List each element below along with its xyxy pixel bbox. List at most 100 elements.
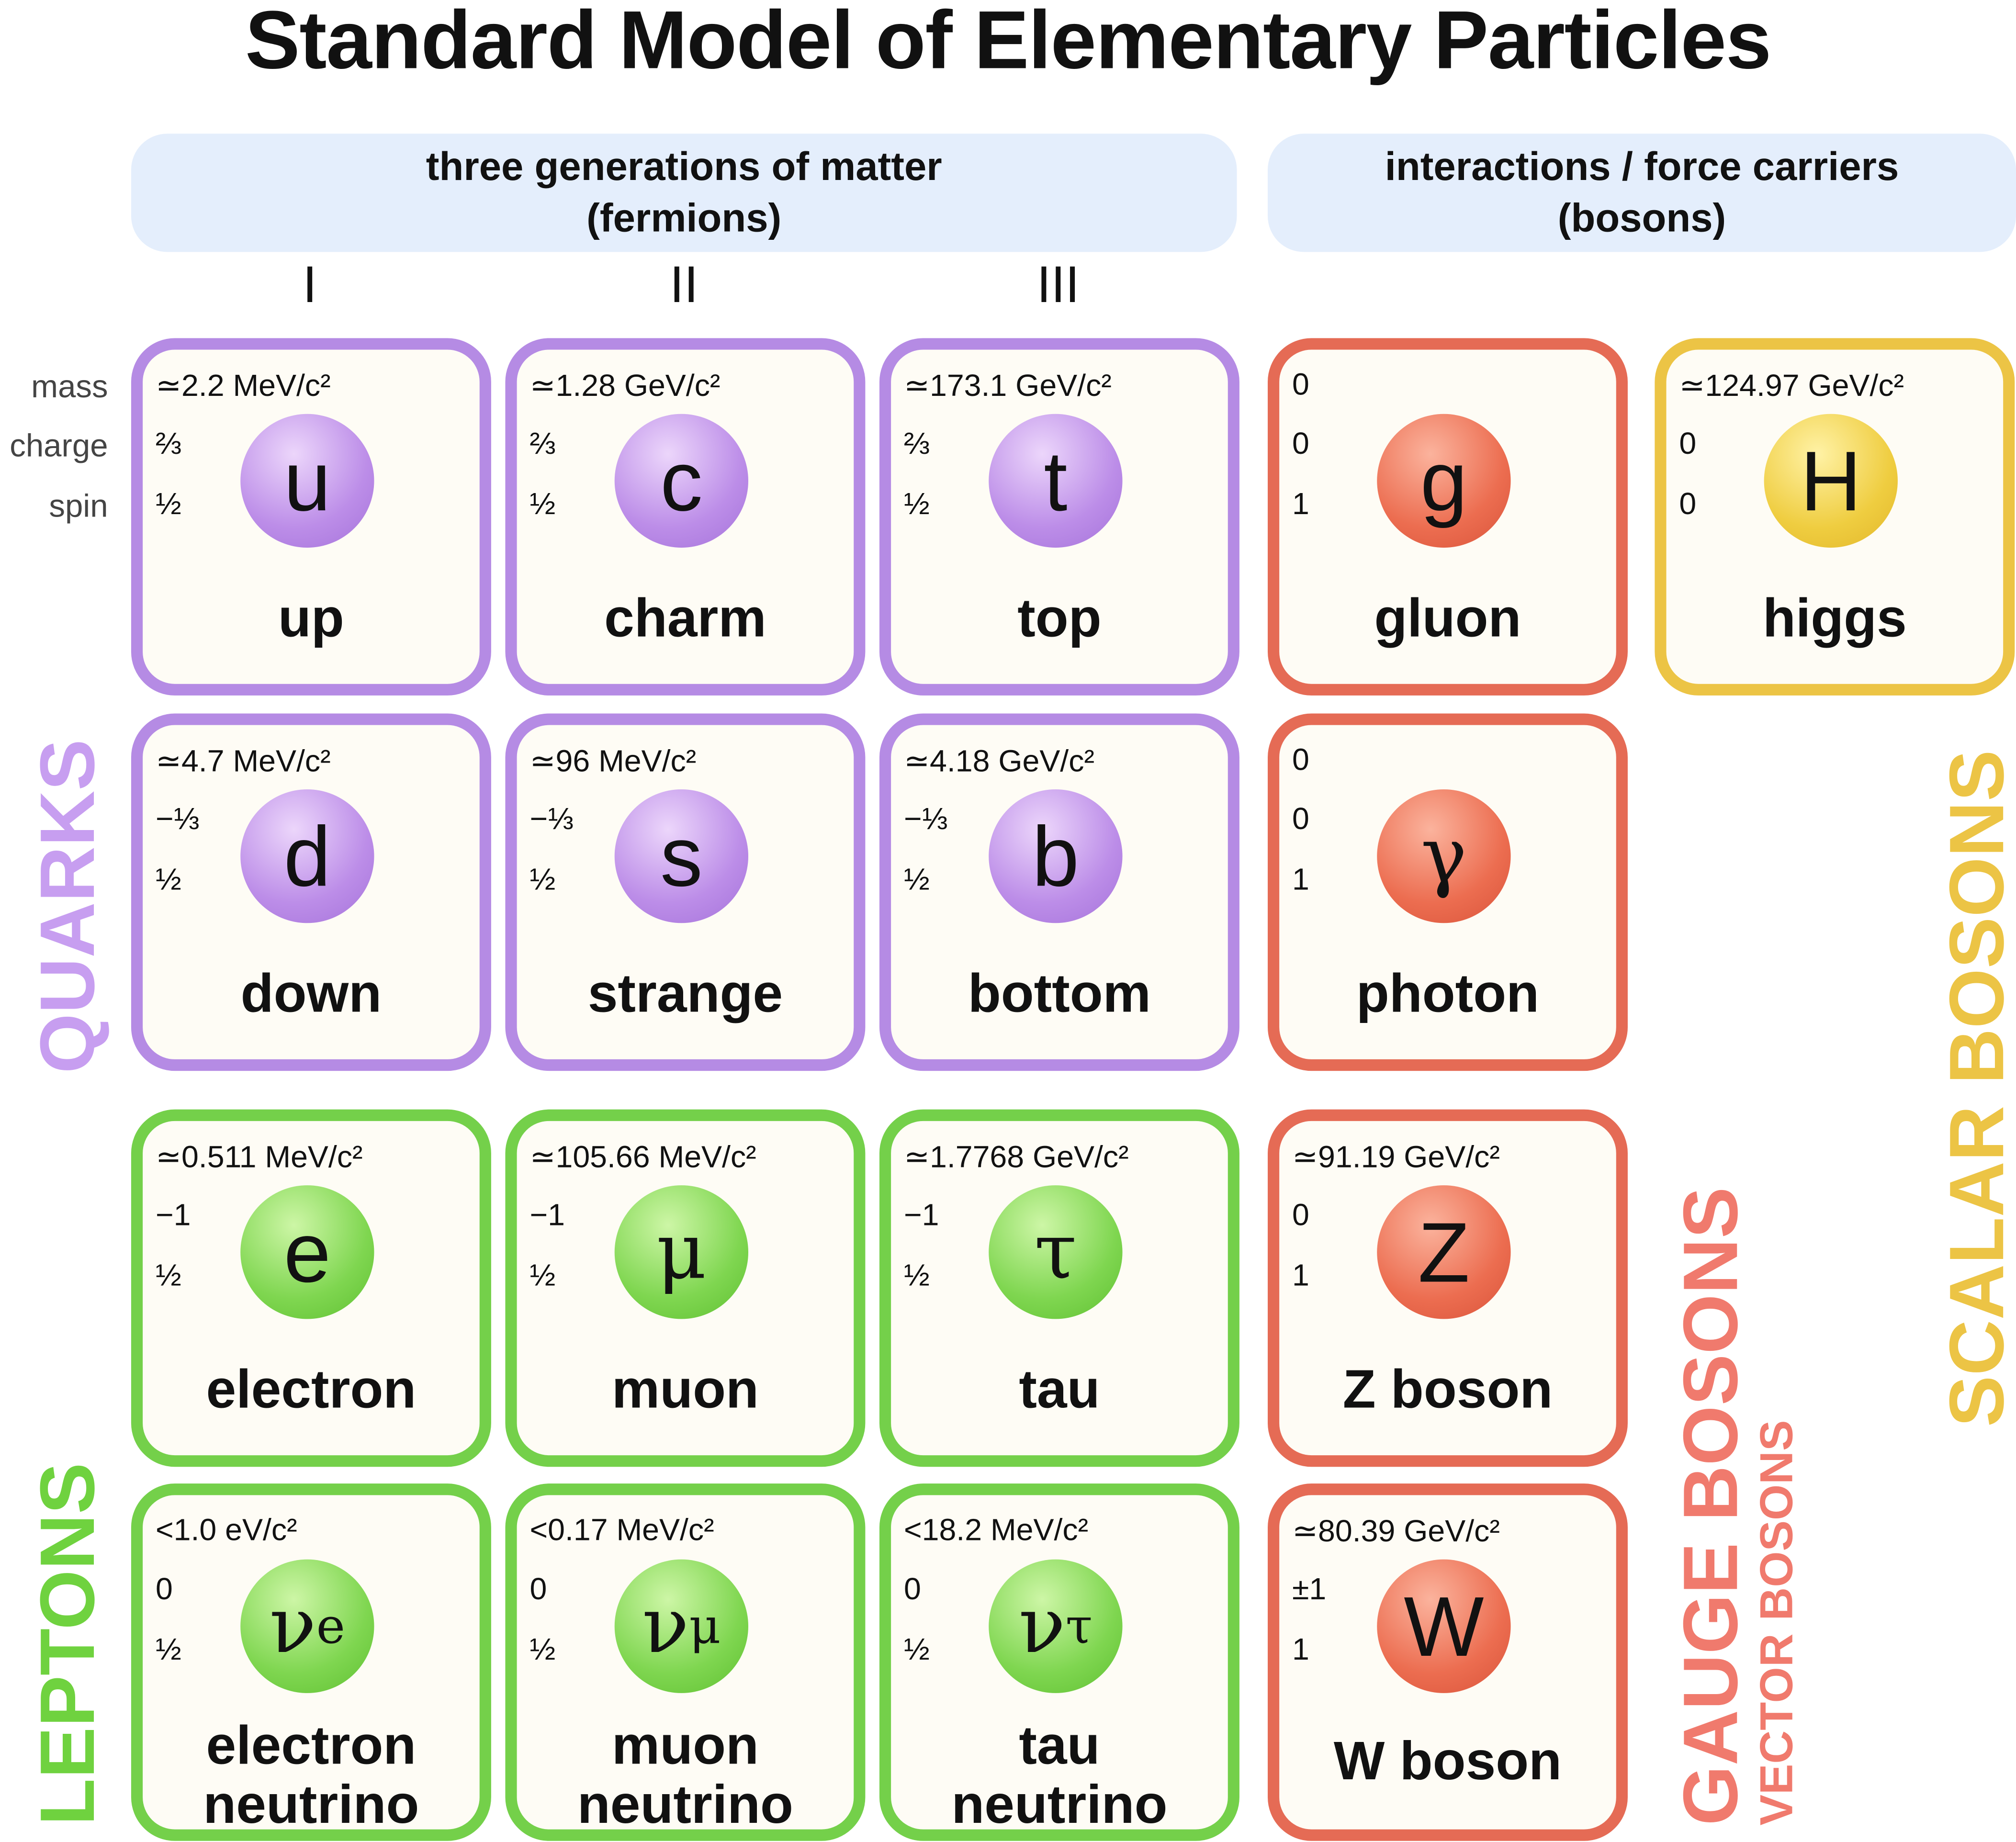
fermions-header-line1: three generations of matter bbox=[426, 144, 942, 189]
particle-mass: 0 bbox=[1292, 743, 1309, 778]
particle-charge: 0 bbox=[903, 1572, 921, 1607]
particle-spin: ½ bbox=[903, 863, 930, 898]
particle-mass: ≃1.28 GeV/c² bbox=[529, 369, 721, 404]
fermions-header-line2: (fermions) bbox=[586, 195, 782, 241]
particle-symbol-letter: e bbox=[283, 1204, 331, 1300]
particle-mass: <18.2 MeV/c² bbox=[903, 1513, 1089, 1548]
particle-mass: ≃173.1 GeV/c² bbox=[903, 369, 1112, 404]
particle-spin: 1 bbox=[1292, 863, 1309, 898]
fermions-header: three generations of matter (fermions) bbox=[131, 134, 1237, 252]
particle-symbol: μ bbox=[614, 1185, 749, 1319]
particle-spin: 1 bbox=[1292, 487, 1309, 522]
particle-name-line2: neutrino bbox=[577, 1774, 793, 1835]
particle-spin: ½ bbox=[529, 863, 556, 898]
particle-symbol-letter: γ bbox=[1420, 811, 1467, 901]
row-label-spin: spin bbox=[49, 488, 108, 525]
particle-name: muon bbox=[611, 1359, 759, 1419]
particle-symbol-letter: ν bbox=[1018, 1581, 1066, 1672]
particle-symbol-letter: c bbox=[660, 433, 703, 528]
particle-name: tau bbox=[1019, 1715, 1100, 1775]
particle-symbol-letter: t bbox=[1044, 433, 1068, 528]
particle-symbol-letter: b bbox=[1032, 809, 1080, 904]
particle-charge: 0 bbox=[155, 1572, 173, 1607]
particle-charge: ±1 bbox=[1292, 1572, 1327, 1607]
particle-spin: ½ bbox=[903, 1632, 930, 1668]
particle-mass: <0.17 MeV/c² bbox=[529, 1513, 714, 1548]
particle-name: W boson bbox=[1333, 1730, 1562, 1791]
particle-spin: ½ bbox=[155, 487, 181, 522]
particle-charge: ⅔ bbox=[529, 427, 556, 462]
particle-spin: ½ bbox=[155, 1258, 181, 1293]
particle-charge: −⅓ bbox=[903, 802, 948, 837]
particle-symbol-letter: g bbox=[1420, 433, 1468, 528]
particle-charge: −⅓ bbox=[155, 802, 200, 837]
particle-charge: ⅔ bbox=[903, 427, 930, 462]
particle-card-top: ≃173.1 GeV/c² ⅔ ½ t top bbox=[879, 338, 1239, 696]
particle-name: electron bbox=[206, 1359, 417, 1419]
particle-symbol-letter: W bbox=[1404, 1578, 1484, 1674]
particle-symbol: g bbox=[1377, 414, 1511, 548]
particle-name: gluon bbox=[1374, 587, 1521, 648]
particle-mass: ≃0.511 MeV/c² bbox=[155, 1140, 363, 1175]
particle-spin: ½ bbox=[529, 487, 556, 522]
particle-symbol-subscript: e bbox=[316, 1598, 346, 1655]
particle-symbol: W bbox=[1377, 1559, 1511, 1693]
row-label-charge: charge bbox=[10, 428, 108, 464]
particle-name: charm bbox=[604, 587, 766, 648]
particle-charge: 0 bbox=[529, 1572, 547, 1607]
particle-name: top bbox=[1017, 587, 1102, 648]
particle-spin: 0 bbox=[1679, 487, 1697, 522]
particle-mass: <1.0 eV/c² bbox=[155, 1513, 297, 1548]
particle-name: muon bbox=[611, 1715, 759, 1775]
particle-name: tau bbox=[1019, 1359, 1100, 1419]
particle-symbol: H bbox=[1764, 414, 1898, 548]
particle-name: electron bbox=[206, 1715, 417, 1775]
particle-card-electron: ≃0.511 MeV/c² −1 ½ e electron bbox=[131, 1109, 491, 1467]
particle-charge: 0 bbox=[1292, 1198, 1309, 1233]
particle-symbol: γ bbox=[1377, 789, 1511, 923]
particle-symbol: e bbox=[240, 1185, 374, 1319]
particle-symbol: c bbox=[614, 414, 749, 548]
particle-mass: ≃105.66 MeV/c² bbox=[529, 1140, 756, 1175]
particle-charge: −1 bbox=[529, 1198, 565, 1233]
particle-symbol-letter: ν bbox=[269, 1581, 316, 1672]
generation-label-1: I bbox=[303, 257, 317, 314]
particle-symbol-subscript: τ bbox=[1065, 1598, 1093, 1655]
particle-name-line2: neutrino bbox=[951, 1774, 1168, 1835]
particle-spin: 1 bbox=[1292, 1632, 1309, 1668]
particle-mass: ≃124.97 GeV/c² bbox=[1679, 369, 1904, 404]
particle-symbol: u bbox=[240, 414, 374, 548]
particle-symbol-subscript: μ bbox=[689, 1598, 721, 1655]
particle-name: up bbox=[278, 587, 344, 648]
particle-charge: 0 bbox=[1292, 427, 1309, 462]
generation-label-2: II bbox=[669, 257, 698, 314]
vector-bosons-label: VECTOR BOSONS bbox=[1750, 1420, 1803, 1826]
particle-symbol: Z bbox=[1377, 1185, 1511, 1319]
particle-spin: ½ bbox=[903, 487, 930, 522]
particle-name: photon bbox=[1356, 963, 1539, 1023]
quarks-label: QUARKS bbox=[24, 739, 111, 1074]
particle-charge: ⅔ bbox=[155, 427, 181, 462]
particle-symbol: b bbox=[989, 789, 1123, 923]
particle-spin: ½ bbox=[903, 1258, 930, 1293]
gauge-bosons-label: GAUGE BOSONS bbox=[1667, 1187, 1754, 1826]
row-label-mass: mass bbox=[31, 369, 108, 405]
particle-symbol: t bbox=[989, 414, 1123, 548]
scalar-bosons-label: SCALAR BOSONS bbox=[1934, 750, 2016, 1427]
particle-symbol-letter: H bbox=[1800, 433, 1862, 528]
generation-label-3: III bbox=[1036, 257, 1080, 314]
particle-symbol-letter: s bbox=[660, 809, 703, 904]
particle-charge: −1 bbox=[155, 1198, 191, 1233]
